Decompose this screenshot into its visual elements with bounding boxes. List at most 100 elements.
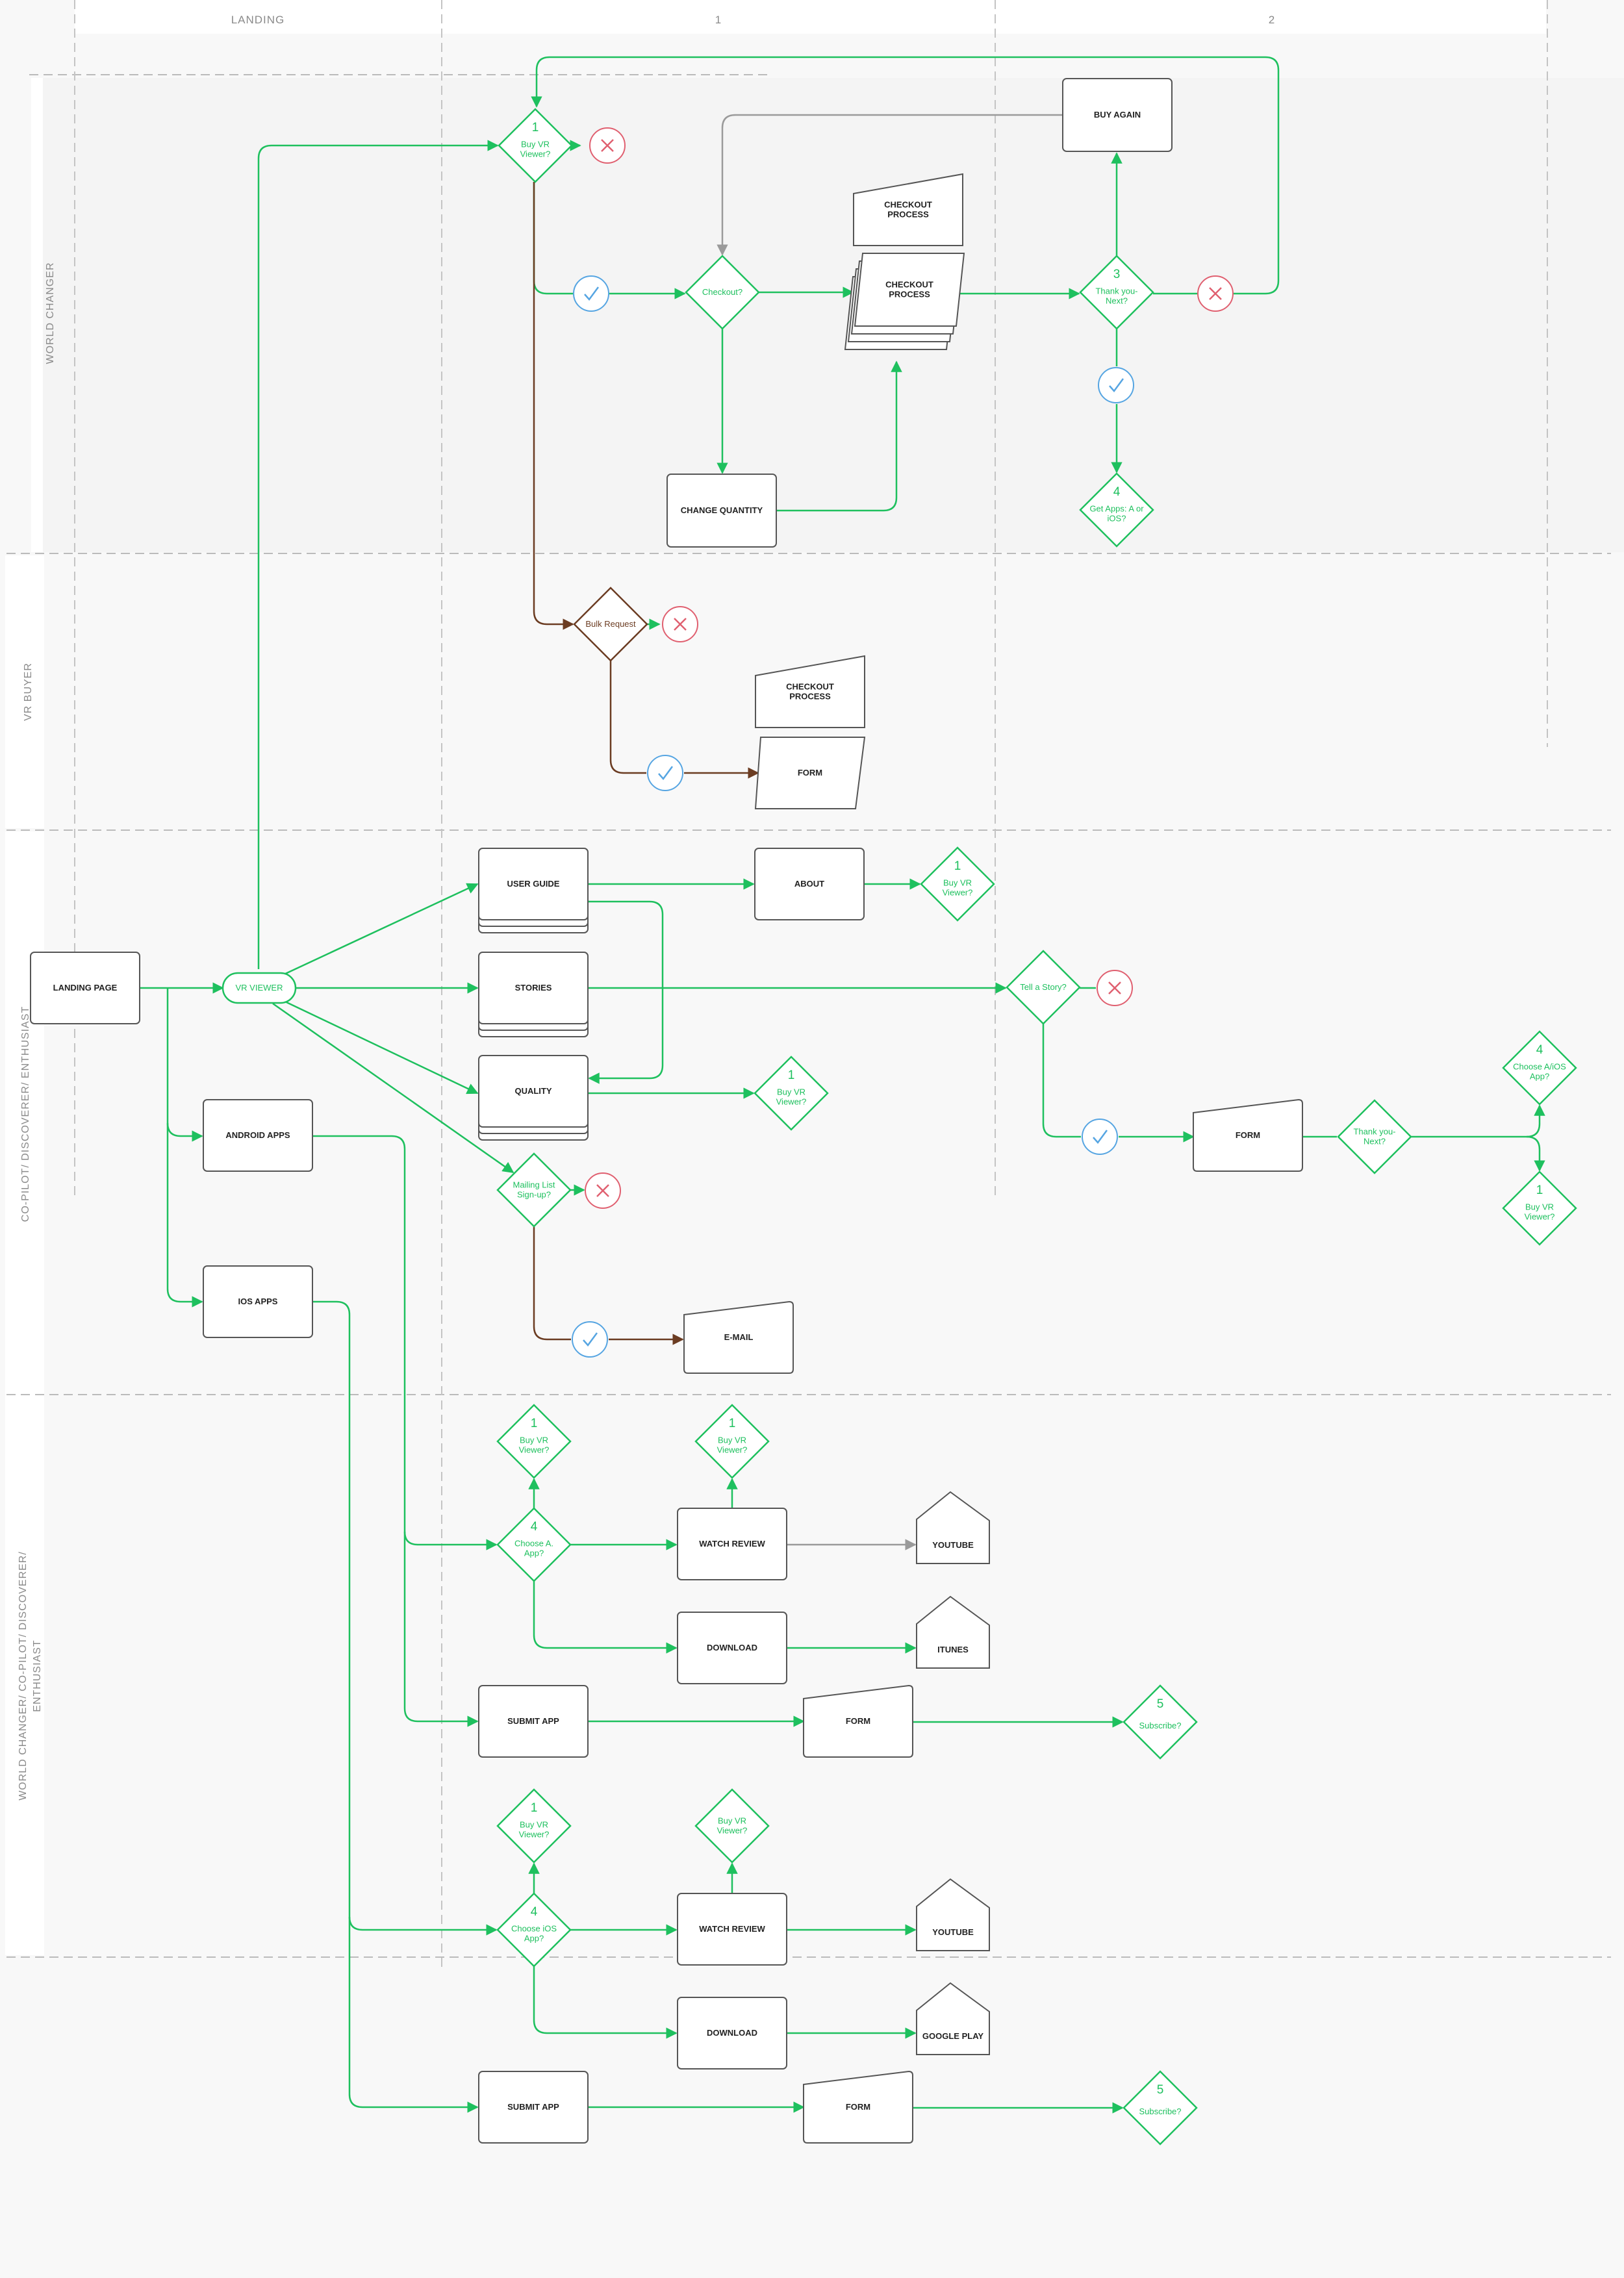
decision-number: 4 (1536, 1043, 1543, 1057)
x-circle-icon (1197, 275, 1234, 312)
x-circle-icon (662, 606, 698, 642)
decision-label: Bulk Request (585, 619, 636, 629)
node-submit-app-i: SUBMIT APP (478, 2071, 589, 2144)
node-label: STORIES (515, 983, 552, 993)
node-google-play: GOOGLE PLAY (916, 1982, 990, 2055)
node-quality: QUALITY (478, 1055, 589, 1141)
node-label: CHECKOUT (786, 682, 834, 692)
decision-label: Tell a Story? (1020, 982, 1067, 992)
node-label: YOUTUBE (932, 1540, 974, 1550)
x-circle-icon (1097, 970, 1133, 1006)
decision-label: Choose A/iOS (1513, 1062, 1566, 1072)
connector-arrow (533, 1966, 678, 2039)
node-download-a: DOWNLOAD (677, 1612, 787, 1684)
node-label: PROCESS (889, 290, 930, 299)
decision-label: App? (524, 1549, 544, 1558)
connector-arrow (257, 140, 499, 969)
node-label: FORM (846, 2102, 870, 2112)
node-label: CHECKOUT (885, 280, 933, 290)
decision-label: Buy VR (718, 1816, 746, 1826)
decision-label: Viewer? (717, 1826, 748, 1836)
connector-arrow (166, 1123, 203, 1308)
node-label: BUY AGAIN (1094, 110, 1141, 120)
node-label: PROCESS (887, 210, 929, 220)
decision-number: 1 (531, 1417, 538, 1430)
checkmark-circle-icon (647, 755, 683, 791)
connector-arrow (531, 56, 1280, 295)
connectors (140, 56, 1545, 2114)
decision-number: 1 (729, 1417, 736, 1430)
node-itunes: ITUNES (916, 1595, 990, 1669)
decision-label: App? (1530, 1072, 1549, 1082)
node-label: FORM (798, 768, 822, 778)
decision-number: 4 (1113, 485, 1121, 499)
connector-arrow (588, 900, 664, 1084)
decision-number: 1 (532, 121, 539, 134)
connector-arrow (533, 1581, 678, 1654)
node-stories: STORIES (478, 952, 589, 1037)
column-header-1: 1 (715, 14, 722, 26)
checkmark-circle-icon (1098, 367, 1134, 403)
connector-arrow (533, 1226, 571, 1341)
node-form-a: FORM (803, 1684, 913, 1758)
node-label: WATCH REVIEW (699, 1539, 765, 1549)
checkmark-circle-icon (573, 275, 609, 312)
node-label: SUBMIT APP (507, 2102, 559, 2112)
decision-number: 5 (1157, 1697, 1164, 1711)
lane-label-world-changer: WORLD CHANGER (45, 262, 56, 364)
decision-number: 1 (954, 859, 961, 873)
connector-arrow (312, 1135, 498, 1550)
node-user-guide: USER GUIDE (478, 848, 589, 933)
node-label: FORM (846, 1716, 870, 1726)
node-buy-again: BUY AGAIN (1062, 78, 1173, 152)
decision-label: Subscribe? (1139, 1721, 1181, 1730)
node-change-quantity: CHANGE QUANTITY (666, 474, 777, 548)
node-form-i: FORM (803, 2070, 913, 2144)
connector-arrow (272, 883, 479, 981)
connector-arrow (403, 1532, 479, 1727)
node-label: QUALITY (514, 1086, 552, 1096)
decision-d-bulk: Bulk Request (573, 587, 648, 662)
lane-label-all-line1: WORLD CHANGER/ CO-PILOT/ DISCOVERER/ (18, 1551, 29, 1801)
checkmark-circle-icon (572, 1321, 608, 1358)
decision-label: Next? (1364, 1137, 1386, 1146)
node-label: DOWNLOAD (707, 1643, 757, 1652)
node-youtube-a: YOUTUBE (916, 1491, 990, 1564)
decision-d-checkout: Checkout? (685, 255, 760, 330)
connector-arrow (609, 661, 646, 774)
decision-label: Viewer? (943, 888, 973, 898)
decision-label: Viewer? (776, 1097, 807, 1107)
node-email: E-MAIL (683, 1300, 794, 1374)
decision-label: Choose iOS (511, 1924, 557, 1934)
connector-arrow (533, 182, 574, 630)
decision-label: Buy VR (520, 1436, 548, 1445)
decision-label: Viewer? (520, 149, 551, 159)
decision-label: Viewer? (519, 1445, 550, 1455)
connector-arrow (312, 1300, 498, 1936)
decision-label: Thank you- (1353, 1127, 1395, 1137)
decision-label: Buy VR (777, 1087, 806, 1097)
checkmark-circle-icon (1082, 1119, 1118, 1155)
decision-number: 1 (788, 1069, 795, 1082)
node-label: GOOGLE PLAY (922, 2031, 983, 2041)
node-label: YOUTUBE (932, 1927, 974, 1937)
node-watch-review-i: WATCH REVIEW (677, 1893, 787, 1966)
decision-label: iOS? (1108, 514, 1126, 524)
decision-d-tellstory: Tell a Story? (1006, 950, 1081, 1025)
column-header-landing: LANDING (231, 14, 285, 26)
node-label: IOS APPS (238, 1297, 278, 1306)
lane-label-copilot: CO-PILOT/ DISCOVERER/ ENTHUSIAST (20, 1006, 31, 1222)
